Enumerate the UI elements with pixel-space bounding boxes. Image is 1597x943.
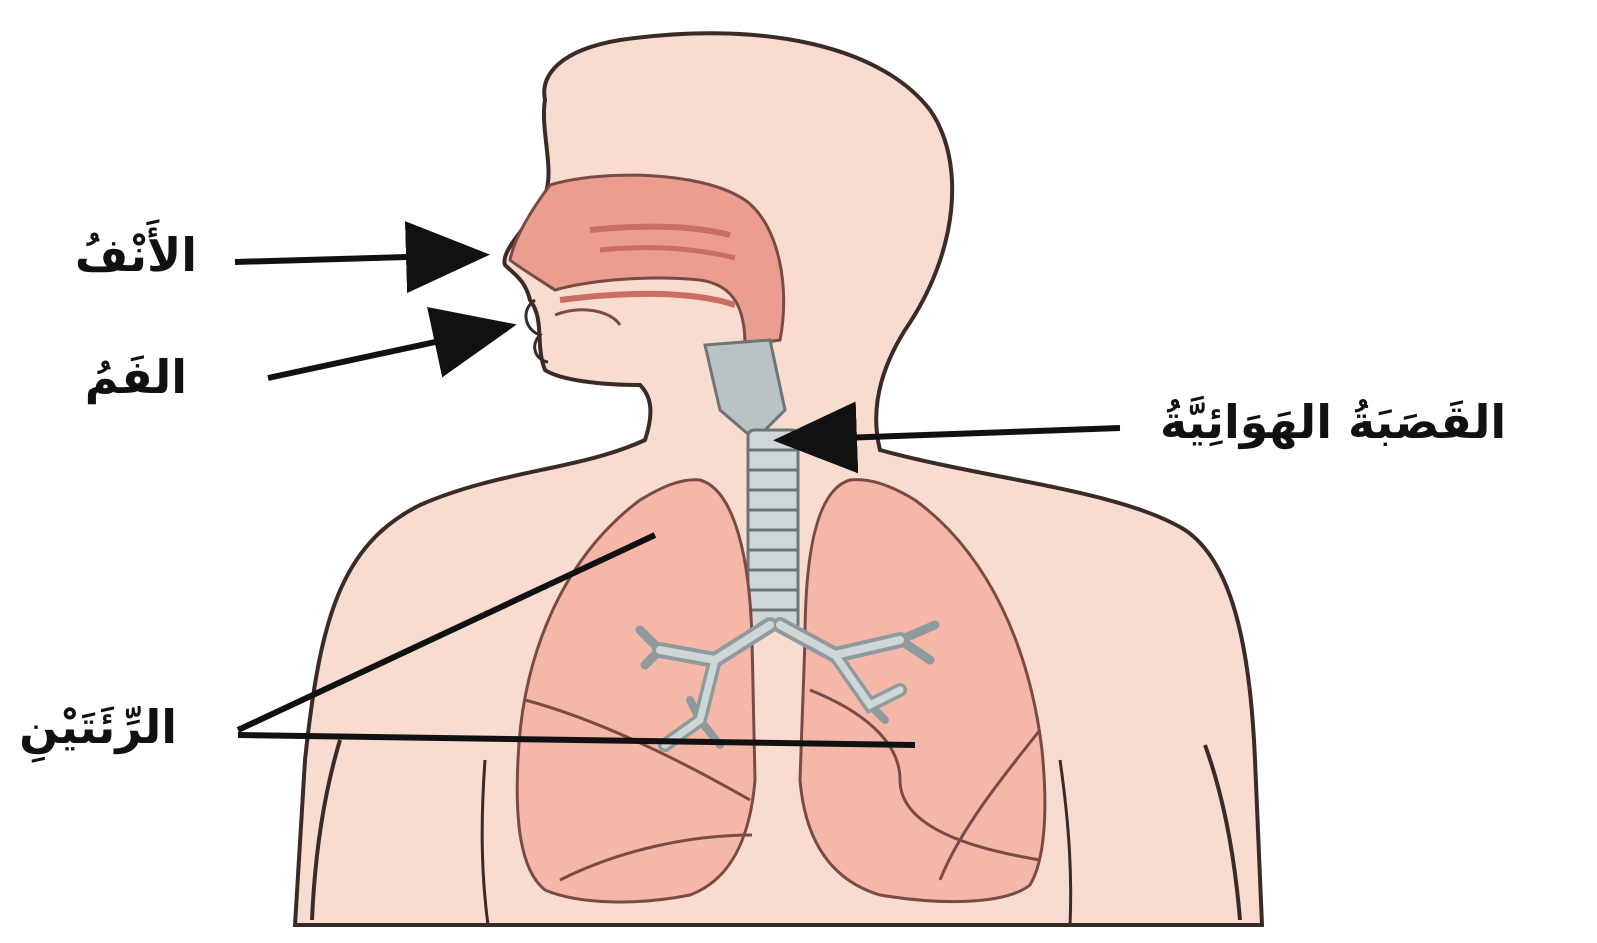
nose-label: الأَنْفُ bbox=[75, 228, 197, 283]
trachea-label: القَصَبَةُ الهَوَائِيَّةُ bbox=[1160, 395, 1506, 450]
lungs-label: الرِّئَتَيْنِ bbox=[19, 700, 177, 755]
mouth-arrow bbox=[268, 327, 505, 378]
nose-arrow bbox=[235, 255, 478, 262]
mouth-label: الفَمُ bbox=[85, 350, 187, 405]
